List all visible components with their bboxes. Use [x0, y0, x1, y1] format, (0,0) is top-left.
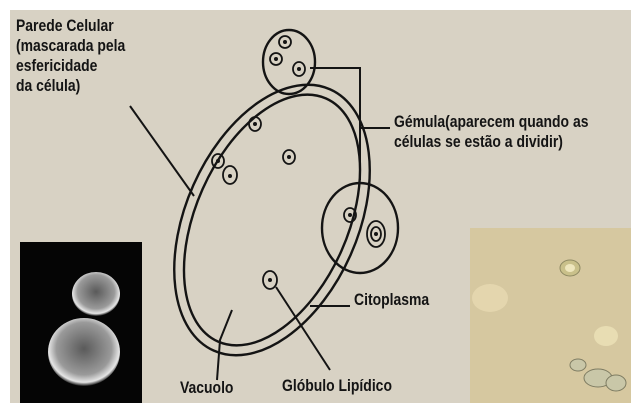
- cell-wall-label: Parede Celular (mascarada pela esfericid…: [16, 16, 125, 96]
- cell-wall-line-2: (mascarada pela: [16, 36, 125, 56]
- cytoplasm-label: Citoplasma: [354, 290, 429, 310]
- bud-line-2: células se estão a dividir): [394, 132, 588, 152]
- lipid-globule-label: Glóbulo Lipídico: [282, 376, 392, 396]
- cell-wall-line-3: esfericidade: [16, 56, 125, 76]
- leader-cell-wall: [130, 106, 194, 196]
- diagram-panel: Parede Celular (mascarada pela esfericid…: [10, 10, 631, 403]
- leader-lipid: [276, 287, 330, 370]
- bud-label: Gémula(aparecem quando as células se est…: [394, 112, 588, 152]
- cell-wall-line-1: Parede Celular: [16, 16, 125, 36]
- cell-wall-inner: [148, 68, 395, 373]
- vacuole-label: Vacuolo: [180, 378, 233, 398]
- cell-wall-line-4: da célula): [16, 76, 125, 96]
- brightfield-micrograph: [470, 228, 631, 403]
- bud-line-1: Gémula(aparecem quando as: [394, 112, 588, 132]
- fluorescence-micrograph: [20, 242, 142, 403]
